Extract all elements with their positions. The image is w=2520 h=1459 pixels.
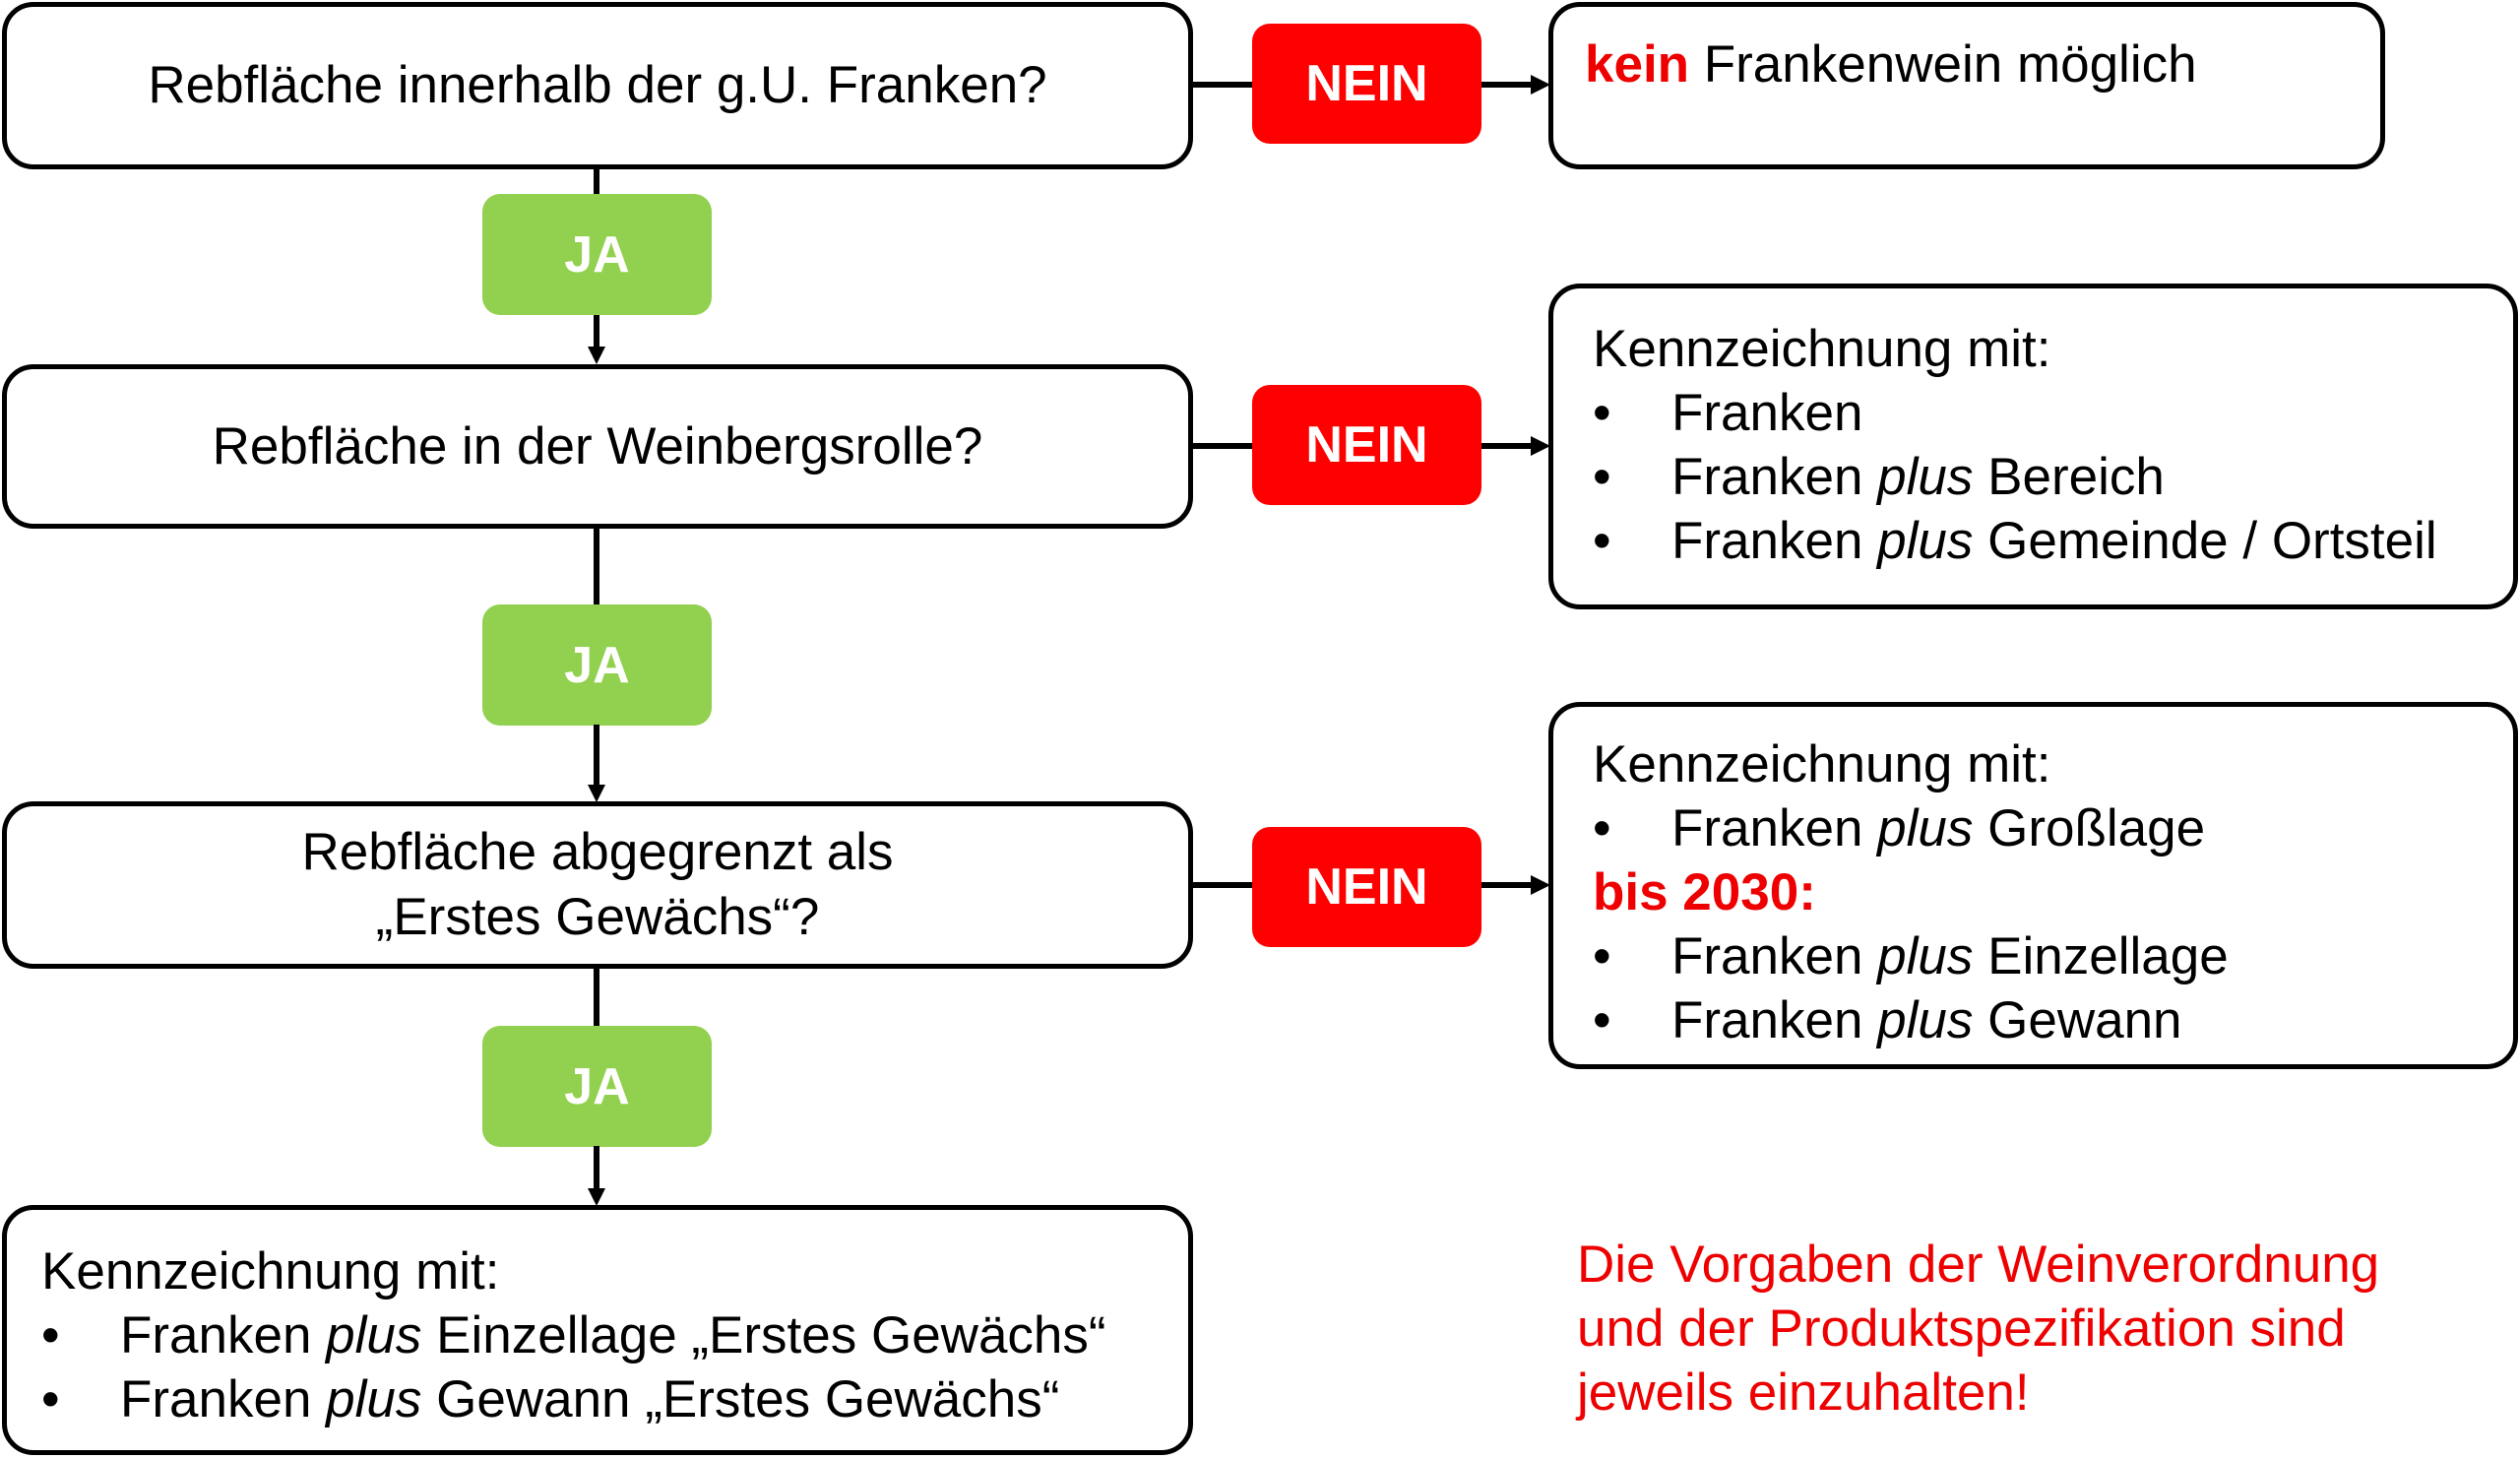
connector-line bbox=[1481, 82, 1533, 88]
item-plus: plus bbox=[1877, 991, 1974, 1049]
item-rest: Gewann bbox=[1973, 991, 2182, 1049]
labeling-list: Kennzeichnung mit: • Franken plus Einzel… bbox=[41, 1239, 1106, 1431]
question-box-gu-franken: Rebfläche innerhalb der g.U. Franken? bbox=[2, 2, 1193, 169]
arrow-down-icon bbox=[588, 347, 605, 364]
question-box-weinbergsrolle: Rebfläche in der Weinbergsrolle? bbox=[2, 364, 1193, 529]
item-rest: Gewann „Erstes Gewächs“ bbox=[421, 1370, 1060, 1428]
bullet-icon: • bbox=[1593, 799, 1611, 857]
item-rest: Großlage bbox=[1973, 799, 2206, 857]
item-plus: plus bbox=[1877, 512, 1974, 570]
arrow-right-icon bbox=[1531, 436, 1550, 456]
list-item: • Franken bbox=[1593, 381, 2051, 445]
item-base: Franken bbox=[1671, 512, 1878, 570]
connector-line bbox=[594, 725, 599, 787]
yes-label: JA bbox=[564, 636, 630, 694]
no-badge: NEIN bbox=[1252, 385, 1481, 505]
item-plus: plus bbox=[1877, 927, 1974, 985]
yes-badge: JA bbox=[482, 194, 712, 315]
outcome-box-kennzeichnung-2: Kennzeichnung mit: • Franken plus Großla… bbox=[1548, 702, 2518, 1069]
yes-label: JA bbox=[564, 1057, 630, 1115]
no-badge: NEIN bbox=[1252, 24, 1481, 144]
question-box-erstes-gewaechs: Rebfläche abgegrenzt als „Erstes Gewächs… bbox=[2, 801, 1193, 969]
bullet-icon: • bbox=[1593, 448, 1611, 506]
item-rest: Einzellage bbox=[1973, 927, 2229, 985]
question-text: Rebfläche in der Weinbergsrolle? bbox=[212, 416, 983, 476]
no-label: NEIN bbox=[1305, 55, 1428, 112]
list-item: • Franken plus Einzellage „Erstes Gewäch… bbox=[41, 1303, 1106, 1367]
list-heading: Kennzeichnung mit: bbox=[1593, 320, 2051, 378]
item-rest: Gemeinde / Ortsteil bbox=[1973, 512, 2437, 570]
compliance-note: Die Vorgaben der Weinverordnung und der … bbox=[1577, 1233, 2379, 1425]
note-line: jeweils einzuhalten! bbox=[1577, 1364, 2030, 1422]
labeling-list: Kennzeichnung mit: • Franken plus Großla… bbox=[1593, 732, 2229, 1052]
bullet-icon: • bbox=[1593, 927, 1611, 985]
labeling-list: Kennzeichnung mit: • Franken • Franken p… bbox=[1593, 317, 2437, 573]
bullet-icon: • bbox=[41, 1306, 60, 1364]
arrow-down-icon bbox=[588, 785, 605, 802]
question-text: Rebfläche innerhalb der g.U. Franken? bbox=[148, 56, 1047, 114]
item-base: Franken bbox=[120, 1306, 327, 1364]
list-item: • Franken plus Gemeinde / Ortsteil bbox=[1593, 509, 2437, 573]
outcome-box-kennzeichnung-1: Kennzeichnung mit: • Franken • Franken p… bbox=[1548, 284, 2518, 609]
item-base: Franken bbox=[1671, 384, 1863, 442]
connector-line bbox=[1191, 882, 1252, 888]
item-base: Franken bbox=[120, 1370, 327, 1428]
note-line: Die Vorgaben der Weinverordnung bbox=[1577, 1236, 2380, 1294]
item-rest: Bereich bbox=[1973, 448, 2165, 506]
bullet-icon: • bbox=[41, 1370, 60, 1428]
yes-badge: JA bbox=[482, 1026, 712, 1147]
list-item: • Franken plus Gewann bbox=[1593, 988, 2182, 1052]
connector-line bbox=[1481, 882, 1533, 888]
connector-line bbox=[594, 315, 599, 349]
connector-line bbox=[1191, 443, 1252, 449]
arrow-right-icon bbox=[1531, 75, 1550, 95]
kein-emphasis: kein bbox=[1585, 35, 1690, 94]
question-text-line1: Rebfläche abgegrenzt als bbox=[301, 823, 894, 881]
connector-line bbox=[594, 167, 599, 194]
arrow-right-icon bbox=[1531, 875, 1550, 895]
item-rest: Einzellage „Erstes Gewächs“ bbox=[421, 1306, 1106, 1364]
item-plus: plus bbox=[326, 1370, 422, 1428]
bullet-icon: • bbox=[1593, 512, 1611, 570]
item-base: Franken bbox=[1671, 991, 1878, 1049]
item-plus: plus bbox=[1877, 448, 1974, 506]
list-item: • Franken plus Bereich bbox=[1593, 445, 2165, 509]
list-heading: Kennzeichnung mit: bbox=[1593, 735, 2051, 793]
question-text-line2: „Erstes Gewächs“? bbox=[375, 888, 820, 946]
item-base: Franken bbox=[1671, 448, 1878, 506]
note-line: und der Produktspezifikation sind bbox=[1577, 1300, 2346, 1358]
item-base: Franken bbox=[1671, 799, 1878, 857]
arrow-down-icon bbox=[588, 1188, 605, 1206]
connector-line bbox=[594, 1146, 599, 1190]
outcome-box-erstes-gewaechs: Kennzeichnung mit: • Franken plus Einzel… bbox=[2, 1205, 1193, 1455]
no-badge: NEIN bbox=[1252, 827, 1481, 947]
no-label: NEIN bbox=[1305, 416, 1428, 474]
connector-line bbox=[594, 528, 599, 604]
bullet-icon: • bbox=[1593, 384, 1611, 442]
deadline-label: bis 2030: bbox=[1593, 863, 1816, 921]
connector-line bbox=[1481, 443, 1533, 449]
list-item: • Franken plus Großlage bbox=[1593, 796, 2205, 860]
yes-badge: JA bbox=[482, 604, 712, 726]
item-plus: plus bbox=[1877, 799, 1974, 857]
no-label: NEIN bbox=[1305, 858, 1428, 916]
connector-line bbox=[1191, 82, 1252, 88]
item-plus: plus bbox=[326, 1306, 422, 1364]
bullet-icon: • bbox=[1593, 991, 1611, 1049]
outcome-text: Frankenwein möglich bbox=[1689, 35, 2197, 94]
yes-label: JA bbox=[564, 225, 630, 284]
connector-line bbox=[594, 968, 599, 1026]
list-item: • Franken plus Einzellage bbox=[1593, 924, 2229, 988]
list-heading: Kennzeichnung mit: bbox=[41, 1242, 500, 1300]
outcome-box-no-frankenwein: kein Frankenwein möglich bbox=[1548, 2, 2385, 169]
list-item: • Franken plus Gewann „Erstes Gewächs“ bbox=[41, 1367, 1059, 1431]
item-base: Franken bbox=[1671, 927, 1878, 985]
